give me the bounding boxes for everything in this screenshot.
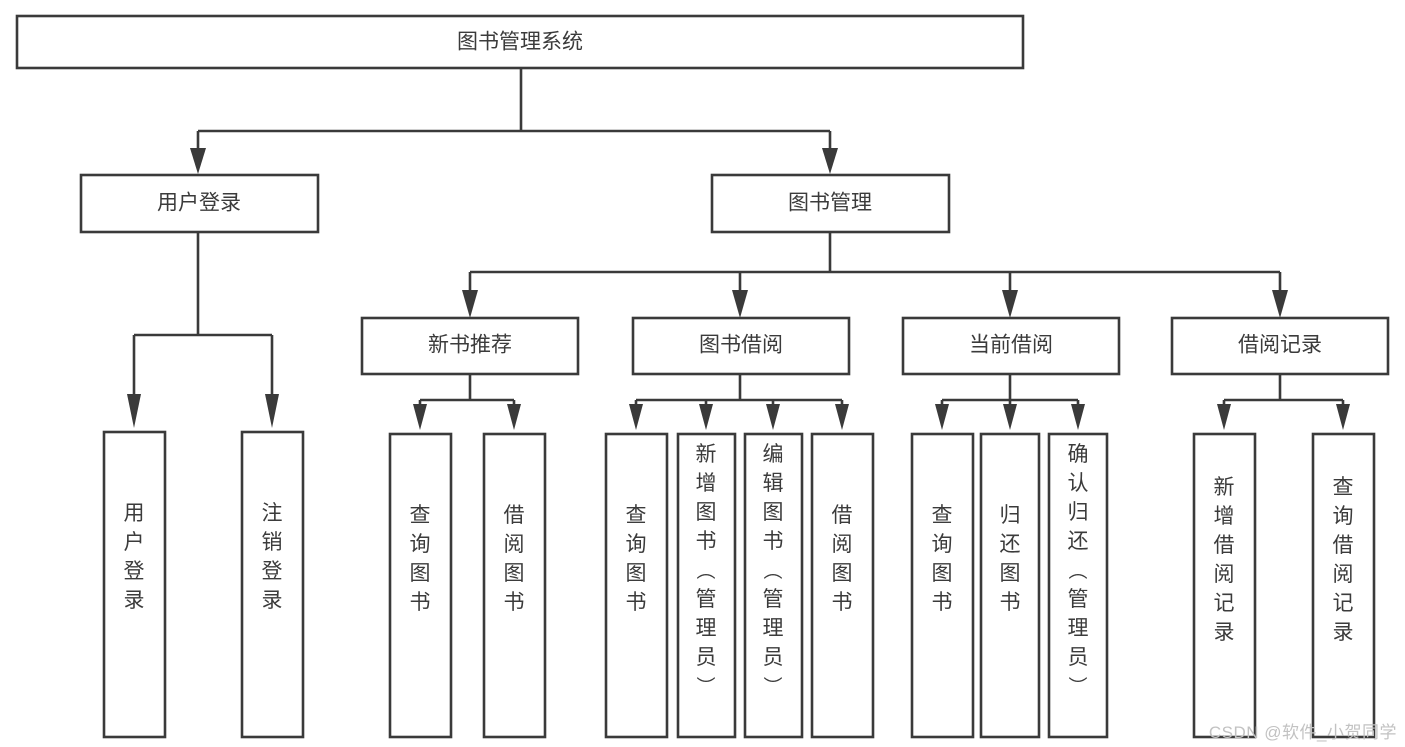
arrow-to-book-borrow (732, 290, 748, 318)
leaf-user-login-logout[interactable]: 注销登录 (240, 430, 305, 739)
leaf-book-borrow-borrow-label: 借阅图书 (832, 504, 853, 614)
node-book-borrow[interactable]: 图书借阅 (631, 316, 851, 376)
node-root-system-label: 图书管理系统 (457, 31, 583, 54)
leaf-book-borrow-edit-label: 编辑图书︵管理员︶ (763, 443, 784, 698)
node-borrow-record[interactable]: 借阅记录 (1170, 316, 1390, 376)
node-root-system[interactable]: 图书管理系统 (15, 14, 1025, 70)
arrow-to-leaf-logout (265, 394, 279, 428)
node-user-login-label: 用户登录 (157, 192, 241, 215)
leaf-book-borrow-add-label: 新增图书︵管理员︶ (696, 443, 717, 698)
leaf-current-borrow-query[interactable]: 查询图书 (910, 432, 975, 739)
leaf-new-book-query[interactable]: 查询图书 (388, 432, 453, 739)
leaf-book-borrow-add[interactable]: 新增图书︵管理员︶ (676, 432, 737, 739)
arrow-to-bookborrow-leaf-4 (835, 404, 849, 430)
arrow-to-bookborrow-leaf-2 (699, 404, 713, 430)
arrow-to-user-login (190, 148, 206, 174)
arrow-to-bookborrow-leaf-1 (629, 404, 643, 430)
arrow-to-leaf-user-login (127, 394, 141, 428)
leaf-current-borrow-return[interactable]: 归还图书 (979, 432, 1041, 739)
arrow-to-new-book-recommend (462, 290, 478, 318)
leaf-user-login-login-label: 用户登录 (124, 502, 145, 612)
node-new-book-recommend[interactable]: 新书推荐 (360, 316, 580, 376)
arrow-to-currentborrow-leaf-3 (1071, 404, 1085, 430)
leaf-book-borrow-query-label: 查询图书 (626, 504, 647, 614)
arrow-to-borrowrecord-leaf-2 (1336, 404, 1350, 430)
leaf-borrow-record-query-label: 查询借阅记录 (1333, 476, 1354, 644)
arrow-to-borrow-record (1272, 290, 1288, 318)
node-current-borrow-label: 当前借阅 (969, 334, 1053, 357)
leaf-new-book-borrow[interactable]: 借阅图书 (482, 432, 547, 739)
arrow-to-currentborrow-leaf-2 (1003, 404, 1017, 430)
leaf-current-borrow-return-label: 归还图书 (1000, 504, 1021, 614)
leaf-book-borrow-borrow[interactable]: 借阅图书 (810, 432, 875, 739)
leaf-borrow-record-add-label: 新增借阅记录 (1214, 476, 1235, 644)
node-user-login[interactable]: 用户登录 (79, 173, 320, 234)
leaf-user-login-login[interactable]: 用户登录 (102, 430, 167, 739)
arrow-to-bookborrow-leaf-3 (766, 404, 780, 430)
arrow-to-book-mgmt (822, 148, 838, 174)
node-book-management[interactable]: 图书管理 (710, 173, 951, 234)
connectors-layer (127, 68, 1350, 430)
node-borrow-record-label: 借阅记录 (1238, 334, 1322, 357)
arrow-to-newbook-leaf-1 (413, 404, 427, 430)
node-book-management-label: 图书管理 (788, 192, 872, 215)
leaf-user-login-logout-label: 注销登录 (262, 502, 283, 612)
leaf-current-borrow-confirm-label: 确认归还︵管理员︶ (1068, 443, 1089, 698)
arrow-to-currentborrow-leaf-1 (935, 404, 949, 430)
leaf-borrow-record-add[interactable]: 新增借阅记录 (1192, 432, 1257, 739)
node-book-borrow-label: 图书借阅 (699, 334, 783, 357)
arrow-to-current-borrow (1002, 290, 1018, 318)
leaf-new-book-query-label: 查询图书 (410, 504, 431, 614)
arrow-to-newbook-leaf-2 (507, 404, 521, 430)
leaf-current-borrow-confirm[interactable]: 确认归还︵管理员︶ (1047, 432, 1109, 739)
leaf-book-borrow-query[interactable]: 查询图书 (604, 432, 669, 739)
arrow-to-borrowrecord-leaf-1 (1217, 404, 1231, 430)
leaf-current-borrow-query-label: 查询图书 (932, 504, 953, 614)
leaf-new-book-borrow-label: 借阅图书 (504, 504, 525, 614)
leaf-borrow-record-query[interactable]: 查询借阅记录 (1311, 432, 1376, 739)
node-new-book-recommend-label: 新书推荐 (428, 334, 512, 357)
node-current-borrow[interactable]: 当前借阅 (901, 316, 1121, 376)
leaf-book-borrow-edit[interactable]: 编辑图书︵管理员︶ (743, 432, 804, 739)
